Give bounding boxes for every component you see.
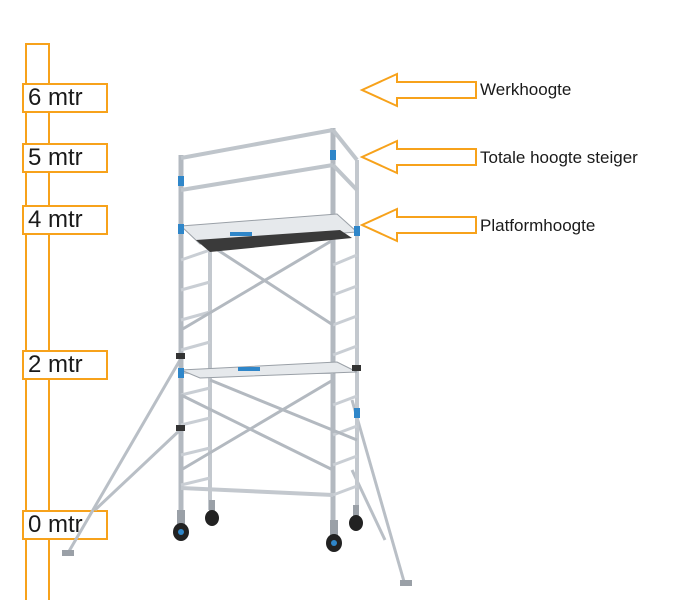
height-ruler: [25, 43, 50, 600]
ruler-label-0m: 0 mtr: [22, 510, 108, 540]
label-platformhoogte: Platformhoogte: [480, 216, 596, 235]
outriggers: [66, 359, 407, 586]
outrigger-foot-left: [62, 550, 74, 556]
ruler-label-5m: 5 mtr: [22, 143, 108, 173]
ruler-label-6m: 6 mtr: [22, 83, 108, 113]
ruler-label-2m: 2 mtr: [22, 350, 108, 380]
middle-platform: [180, 361, 358, 379]
platform-logo: [230, 232, 252, 236]
outrigger-foot-right: [400, 580, 412, 586]
arrow-totale-hoogte-icon: [359, 139, 477, 175]
top-platform-deck: [196, 230, 352, 252]
label-werkhoogte: Werkhoogte: [480, 80, 572, 99]
castor-wheels: [173, 500, 363, 552]
arrow-werkhoogte-icon: [359, 72, 477, 108]
label-totale-hoogte-steiger: Totale hoogte steiger: [480, 148, 638, 167]
ruler-label-4m: 4 mtr: [22, 205, 108, 235]
arrow-platformhoogte-icon: [359, 207, 477, 243]
